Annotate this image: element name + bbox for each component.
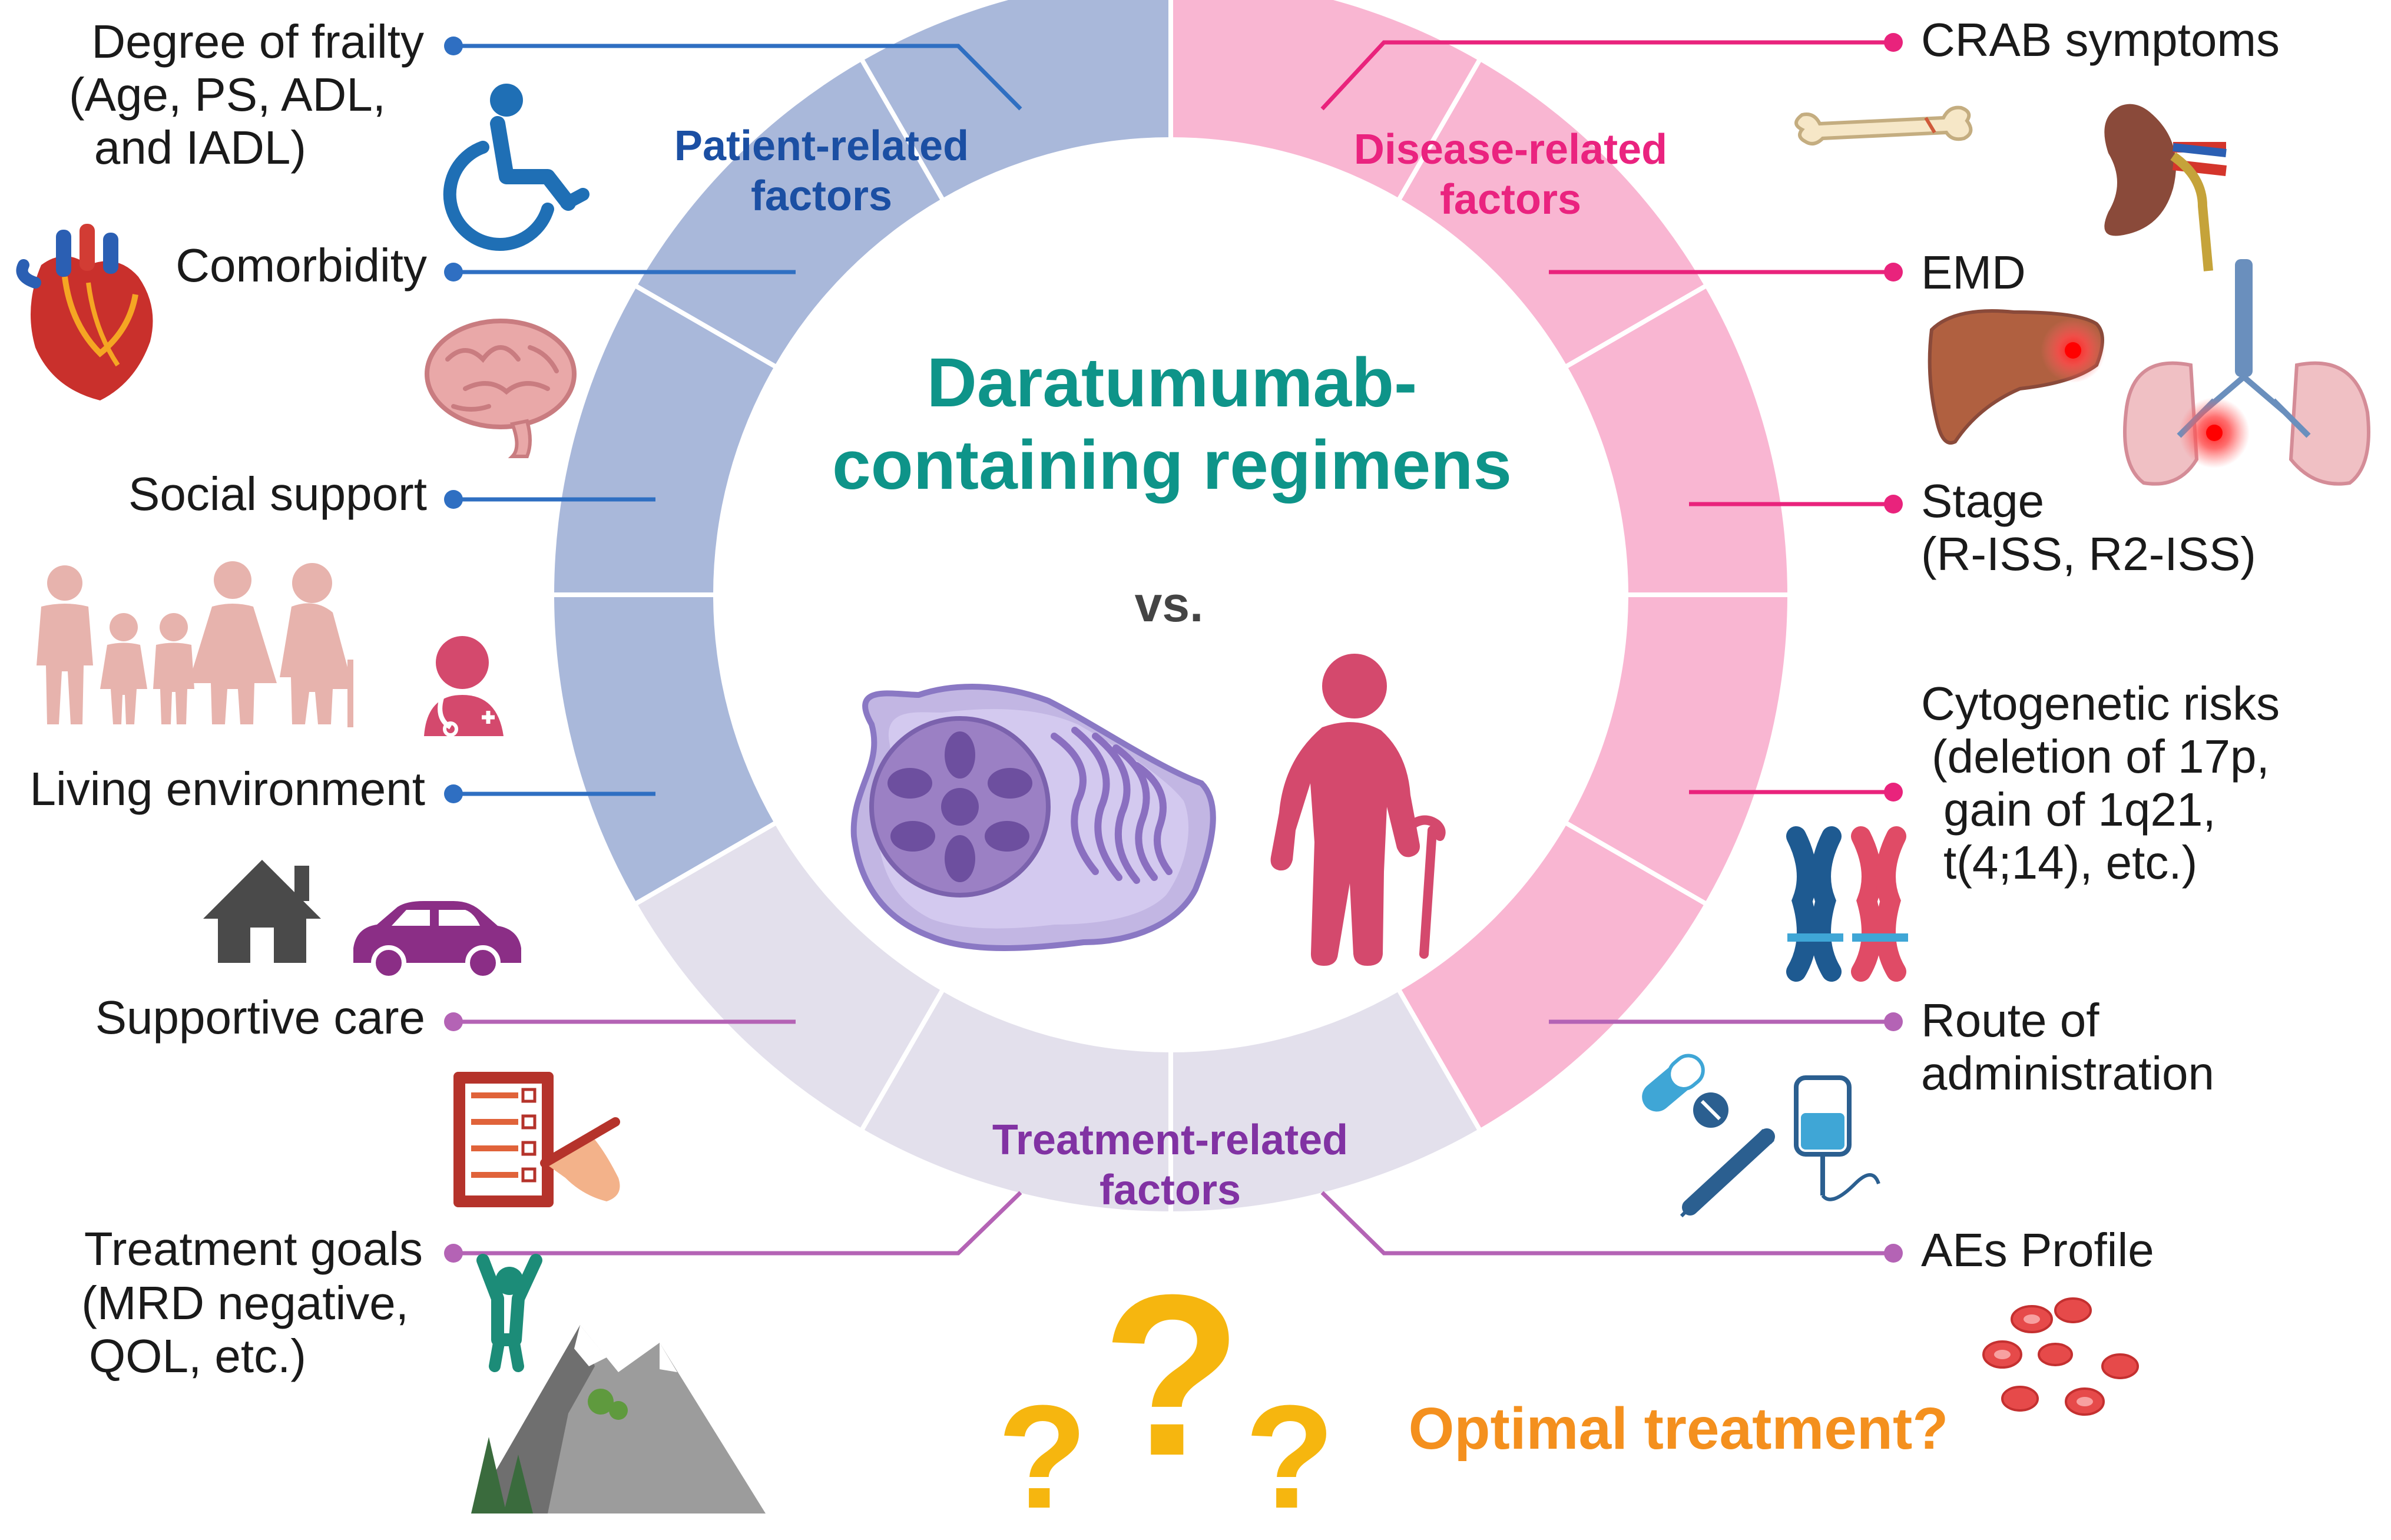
- comorbidity-label: Comorbidity: [175, 239, 427, 292]
- house-icon: [203, 860, 321, 963]
- aes-label: AEs Profile: [1921, 1224, 2154, 1276]
- title-line1: Daratumumab-: [927, 344, 1418, 422]
- patient-category-line1: Patient-related: [674, 122, 969, 170]
- left-labels: Degree of frailty (Age, PS, ADL, and IAD…: [30, 15, 427, 1382]
- ring-divider: [634, 284, 777, 369]
- center-title: Daratumumab- containing regimens vs.: [832, 344, 1512, 632]
- patient-ring-segment: [554, 0, 1171, 903]
- treatment-goals-label-line3: QOL, etc.): [89, 1330, 306, 1382]
- heart-icon: [16, 224, 153, 400]
- blood-cells-icon: [1982, 1297, 2139, 1416]
- stage-label-line1: Stage: [1921, 475, 2044, 527]
- ring-divider: [1565, 284, 1707, 369]
- right-labels: CRAB symptoms EMD Stage (R-ISS, R2-ISS) …: [1921, 14, 2280, 1276]
- frailty-label-line2: (Age, PS, ADL,: [69, 68, 386, 121]
- treatment-category-label: Treatment-related factors: [992, 1117, 1348, 1214]
- right-connectors: [1320, 33, 1903, 1263]
- disease-ring-segment: [1171, 0, 1787, 1129]
- ring-divider: [634, 821, 777, 906]
- disease-category-label: Disease-related factors: [1354, 126, 1667, 223]
- disease-category-line1: Disease-related: [1354, 126, 1667, 173]
- jumping-person-icon: [476, 1254, 542, 1372]
- emd-label: EMD: [1921, 246, 2026, 299]
- living-environment-label: Living environment: [30, 763, 425, 815]
- question-mark-center: ?: [1102, 1247, 1242, 1503]
- treatment-category-line2: factors: [1100, 1167, 1241, 1214]
- wheelchair-icon: [443, 84, 590, 251]
- treatment-goals-label-line2: (MRD negative,: [81, 1277, 409, 1329]
- cyto-label-line1: Cytogenetic risks: [1921, 677, 2280, 730]
- social-support-label: Social support: [128, 468, 427, 520]
- elderly-person-icon: [1270, 654, 1446, 966]
- supportive-care-label: Supportive care: [95, 991, 425, 1044]
- treatment-category-line1: Treatment-related: [992, 1117, 1348, 1164]
- cyto-label-line3: gain of 1q21,: [1943, 783, 2216, 836]
- lungs-icon: [2123, 259, 2370, 486]
- disease-category-line2: factors: [1440, 176, 1581, 223]
- patient-category-label: Patient-related factors: [674, 122, 969, 220]
- kidney-icon: [2104, 104, 2227, 271]
- patient-category-line2: factors: [751, 173, 892, 220]
- title-line2: containing regimens: [832, 426, 1512, 504]
- frailty-label-line1: Degree of frailty: [91, 15, 424, 68]
- cyto-label-line4: t(4;14), etc.): [1943, 836, 2197, 889]
- pill-icon: [1642, 1054, 1728, 1128]
- question-mark-right: ?: [1245, 1375, 1335, 1539]
- liver-icon: [1928, 309, 2105, 445]
- doctor-icon: [424, 636, 504, 737]
- ring-divider: [1565, 821, 1707, 906]
- vs-label: vs.: [1135, 577, 1204, 632]
- question-marks: ? ? ?: [998, 1247, 1335, 1539]
- cyto-label-line2: (deletion of 17p,: [1932, 730, 2270, 783]
- crab-label: CRAB symptoms: [1921, 14, 2280, 66]
- checklist-icon: [453, 1072, 620, 1207]
- brain-icon: [425, 319, 577, 458]
- chromosome-icon: [1786, 826, 1908, 982]
- stage-label-line2: (R-ISS, R2-ISS): [1921, 528, 2256, 580]
- frailty-label-line3: and IADL): [94, 121, 306, 174]
- ring-divider: [860, 58, 945, 201]
- ring-dividers: [553, 0, 1789, 1213]
- treatment-goals-label-line1: Treatment goals: [84, 1223, 423, 1275]
- route-label-line1: Route of: [1921, 994, 2099, 1046]
- plasma-cell-icon: [850, 684, 1216, 951]
- treatment-ring-segment: [637, 823, 942, 1129]
- car-icon: [353, 901, 521, 981]
- ring-divider: [1397, 58, 1482, 201]
- ring-divider: [1397, 989, 1482, 1131]
- ring-divider: [860, 989, 945, 1131]
- iv-bag-icon: [1794, 1075, 1880, 1201]
- optimal-treatment-label: Optimal treatment?: [1409, 1396, 1949, 1462]
- question-mark-left: ?: [998, 1375, 1088, 1539]
- syringe-icon: [1680, 1128, 1775, 1218]
- family-icon: [37, 561, 353, 727]
- bone-icon: [1794, 105, 1973, 145]
- left-connectors: [444, 37, 1022, 1263]
- mountain-icon: [471, 1325, 766, 1513]
- route-label-line2: administration: [1921, 1047, 2214, 1099]
